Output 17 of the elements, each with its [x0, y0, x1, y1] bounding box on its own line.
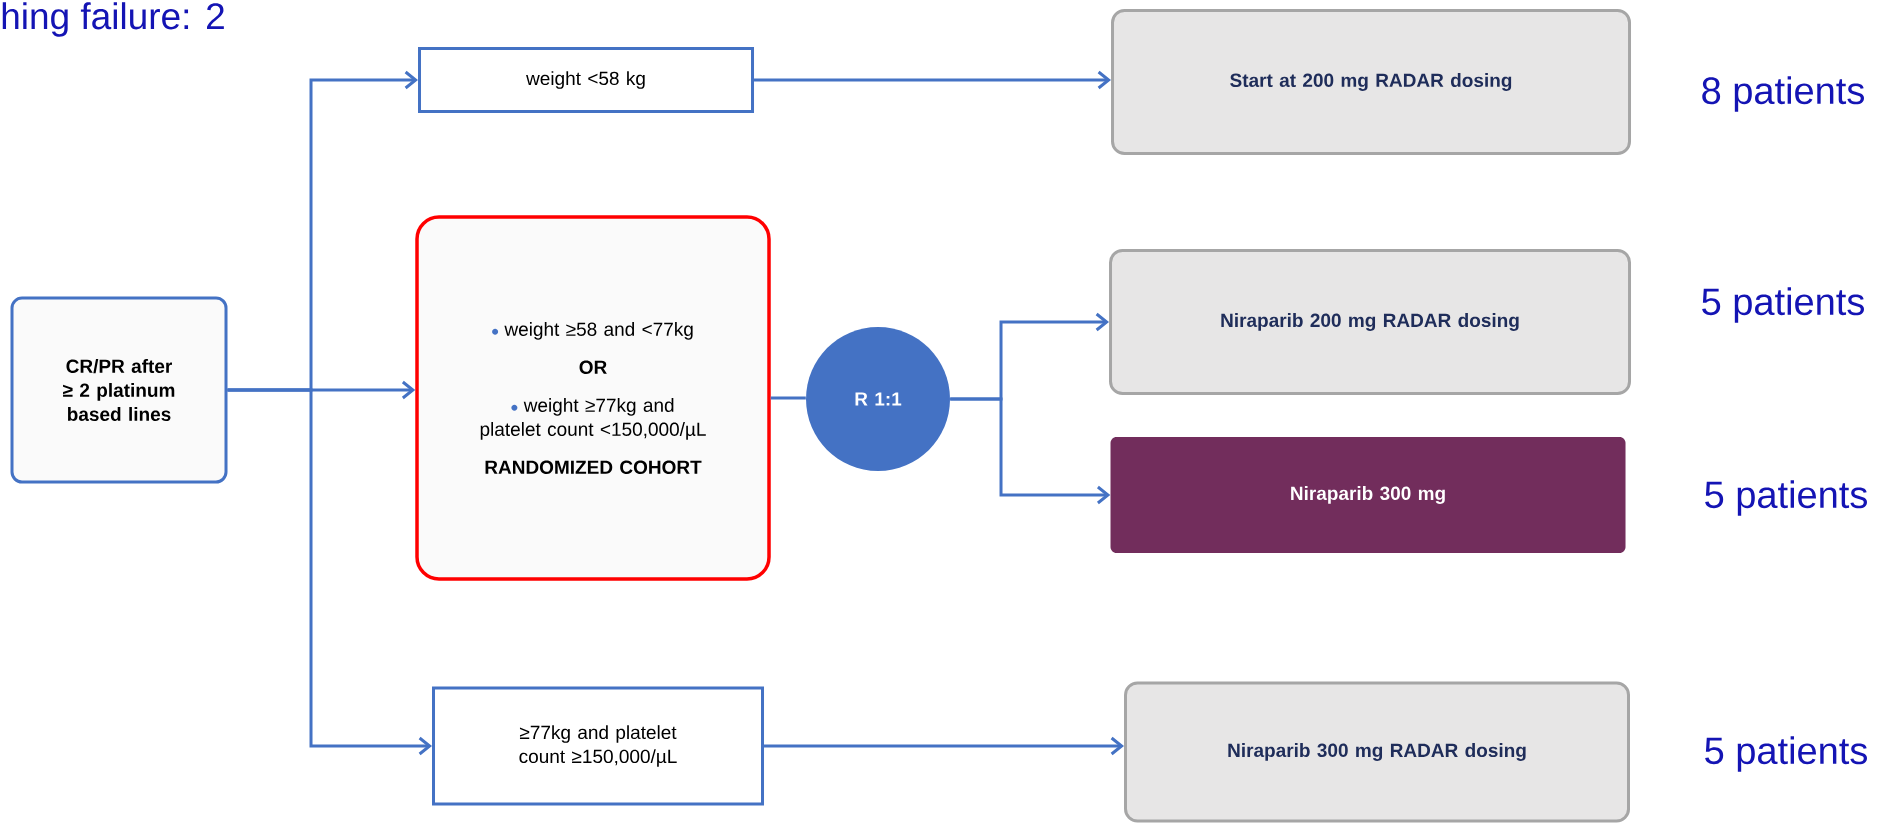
treatment-box: Niraparib 300 mg	[1110, 437, 1626, 553]
patient-count: 8 patients	[1702, 76, 1864, 112]
process-box: CR/PR after ≥ 2 platinum based lines	[10, 296, 228, 484]
treatment-box: Start at 200 mg RADAR dosing	[1111, 9, 1631, 155]
condition-box: ≥77kg and platelet count ≥150,000/µL	[432, 686, 764, 806]
treatment-box: Niraparib 300 mg RADAR dosing	[1124, 681, 1630, 823]
heading-text: hing failure: 2	[2, 2, 224, 37]
cohort-box: weight ≥58 and <77kg OR weight ≥77kg and platelet count <150,000/µL RANDOMIZED COHORT	[415, 215, 771, 581]
patient-count: 5 patients	[1705, 736, 1867, 772]
arrow	[227, 388, 432, 756]
condition-box: weight <58 kg	[418, 47, 754, 113]
arrow	[950, 397, 1111, 505]
patient-count: 5 patients	[1702, 287, 1864, 323]
arrow	[764, 736, 1124, 756]
treatment-box: Niraparib 200 mg RADAR dosing	[1109, 249, 1631, 395]
patient-count: 5 patients	[1705, 480, 1867, 516]
arrow	[754, 70, 1111, 90]
